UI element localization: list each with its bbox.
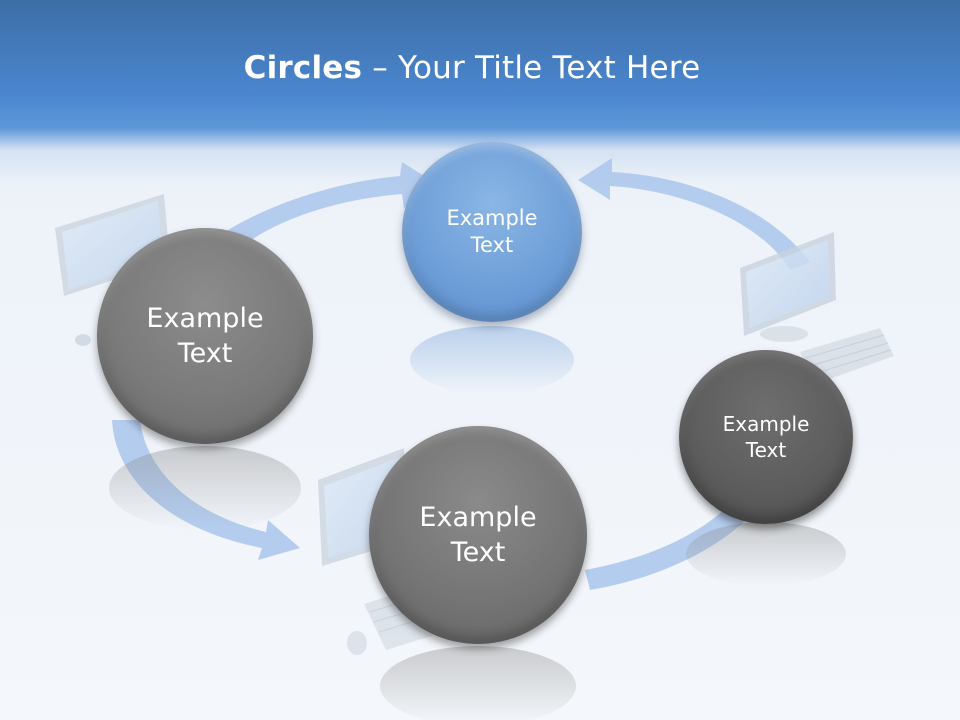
slide-title: Circles – Your Title Text Here: [0, 50, 944, 86]
circle-top-line2: Text: [470, 233, 514, 257]
circle-right[interactable]: Example Text: [679, 350, 853, 524]
arrow-right-to-top: [578, 158, 810, 270]
circle-left-line2: Text: [177, 338, 233, 369]
circle-left-line1: Example: [146, 302, 264, 334]
circle-bottom-line2: Text: [450, 537, 506, 568]
circle-left-label: Example Text: [146, 301, 263, 371]
slide-title-bold: Circles: [243, 50, 363, 86]
computer-right-icon: [740, 232, 894, 384]
circle-bottom-label: Example Text: [419, 500, 536, 570]
circle-top[interactable]: Example Text: [402, 142, 582, 322]
circle-bottom[interactable]: Example Text: [369, 426, 587, 644]
circle-right-line2: Text: [745, 438, 787, 462]
circle-reflections: [109, 326, 846, 720]
circle-top-line1: Example: [446, 205, 538, 230]
circle-left[interactable]: Example Text: [97, 228, 313, 444]
circle-right-label: Example Text: [723, 411, 810, 463]
circle-bottom-line1: Example: [419, 501, 537, 533]
arrow-bottom-to-right: [585, 510, 744, 590]
slide-title-rest: – Your Title Text Here: [362, 50, 701, 86]
circle-top-label: Example Text: [446, 205, 537, 260]
circle-right-line1: Example: [722, 412, 810, 436]
arrow-left-to-top: [205, 162, 440, 254]
